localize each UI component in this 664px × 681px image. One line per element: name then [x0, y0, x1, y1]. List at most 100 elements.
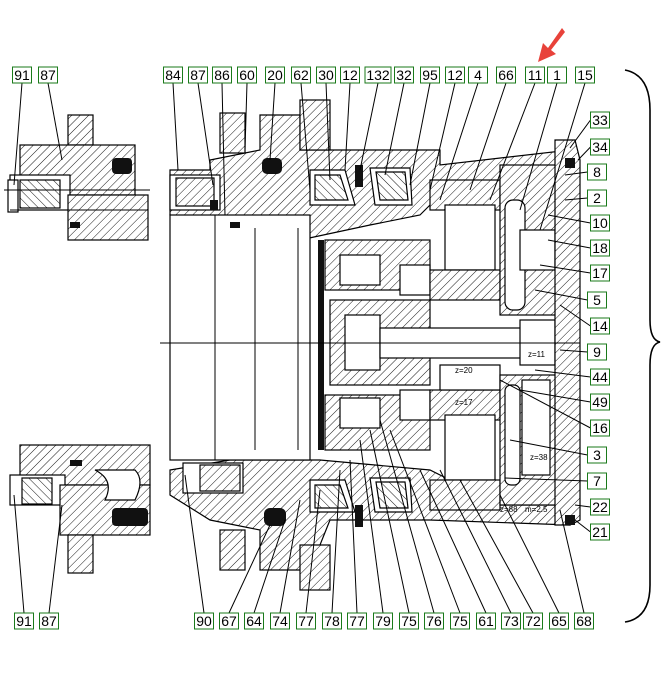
leader-line: [519, 389, 591, 403]
part-number: 77: [349, 613, 365, 629]
disc-stack-bottom: [339, 389, 431, 429]
part-label-32: 32: [394, 66, 414, 84]
part-number: 66: [498, 67, 514, 83]
leader-line: [564, 171, 588, 176]
detail-view-bottom: [9, 444, 151, 574]
leader-line: [359, 82, 379, 171]
part-label-68: 68: [574, 612, 594, 630]
part-label-72: 72: [523, 612, 543, 630]
part-number: 5: [593, 292, 601, 308]
leader-line: [197, 82, 214, 186]
leader-line: [221, 82, 226, 216]
part-number: 18: [592, 240, 608, 256]
leader-line: [369, 429, 410, 614]
leader-line: [499, 379, 591, 429]
part-number: 30: [318, 67, 334, 83]
part-label-10: 10: [590, 214, 610, 232]
part-number: 62: [293, 67, 309, 83]
part-label-65: 65: [549, 612, 569, 630]
part-number: 75: [452, 613, 468, 629]
leader-line: [409, 82, 431, 186]
part-number: 73: [503, 613, 519, 629]
part-label-7: 7: [587, 472, 607, 490]
part-number: 16: [592, 420, 608, 436]
leader-line: [574, 519, 591, 533]
part-number: 77: [298, 613, 314, 629]
part-label-73: 73: [501, 612, 521, 630]
part-label-17: 17: [590, 264, 610, 282]
leader-line: [47, 82, 63, 161]
detail-view-top: [4, 114, 150, 241]
part-label-78: 78: [322, 612, 342, 630]
leader-line: [379, 419, 435, 614]
note-z20: z=20: [455, 366, 473, 375]
part-number: 9: [593, 344, 601, 360]
part-number: 44: [592, 369, 608, 385]
part-label-77: 77: [347, 612, 367, 630]
leader-line: [300, 82, 311, 191]
leader-line: [172, 82, 179, 171]
leader-line: [489, 82, 536, 201]
part-label-132: 132: [364, 66, 392, 84]
part-number: 95: [422, 67, 438, 83]
leader-lines: [13, 82, 591, 614]
leader-line: [577, 146, 591, 161]
part-label-62: 62: [291, 66, 311, 84]
right-brace: [624, 69, 661, 623]
part-number: 15: [577, 67, 593, 83]
part-number: 87: [41, 613, 57, 629]
leader-line: [439, 82, 479, 201]
leader-line: [539, 82, 586, 231]
part-label-30: 30: [316, 66, 336, 84]
part-number: 90: [196, 613, 212, 629]
part-label-66: 66: [496, 66, 516, 84]
part-label-21: 21: [590, 523, 610, 541]
part-label-90: 90: [194, 612, 214, 630]
gear-notes: z=11 z=20 z=17 z=38 z=88 m=2.5: [455, 350, 548, 514]
part-label-95: 95: [420, 66, 440, 84]
leader-line: [547, 239, 591, 249]
leader-line: [344, 82, 351, 171]
part-number: 49: [592, 394, 608, 410]
part-label-60: 60: [237, 66, 257, 84]
part-label-14: 14: [590, 317, 610, 335]
part-number: 78: [324, 613, 340, 629]
leader-line: [539, 264, 591, 274]
part-label-91: 91: [14, 612, 34, 630]
part-label-61: 61: [476, 612, 496, 630]
part-label-76: 76: [424, 612, 444, 630]
part-label-2: 2: [587, 189, 607, 207]
part-label-18: 18: [590, 239, 610, 257]
part-number: 86: [214, 67, 230, 83]
part-number: 17: [592, 265, 608, 281]
part-number: 72: [525, 613, 541, 629]
part-number: 91: [16, 613, 32, 629]
leader-line: [534, 369, 591, 378]
part-label-79: 79: [373, 612, 393, 630]
part-number: 76: [426, 613, 442, 629]
part-number: 64: [246, 613, 262, 629]
part-number: 60: [239, 67, 255, 83]
part-label-87: 87: [39, 612, 59, 630]
note-m25: m=2.5: [525, 505, 548, 514]
part-number: 87: [190, 67, 206, 83]
leader-line: [349, 459, 358, 614]
leader-line: [389, 429, 461, 614]
part-label-20: 20: [265, 66, 285, 84]
leader-line: [13, 494, 25, 614]
part-number: 32: [396, 67, 412, 83]
leader-line: [359, 439, 384, 614]
part-number: 20: [267, 67, 283, 83]
leader-line: [519, 82, 558, 211]
part-label-87: 87: [188, 66, 208, 84]
part-label-86: 86: [212, 66, 232, 84]
part-label-22: 22: [590, 498, 610, 516]
part-number: 3: [593, 447, 601, 463]
leader-line: [48, 504, 63, 614]
part-number: 75: [401, 613, 417, 629]
part-number: 79: [375, 613, 391, 629]
part-label-75: 75: [399, 612, 419, 630]
part-label-16: 16: [590, 419, 610, 437]
part-number: 12: [342, 67, 358, 83]
leader-line: [459, 479, 534, 614]
